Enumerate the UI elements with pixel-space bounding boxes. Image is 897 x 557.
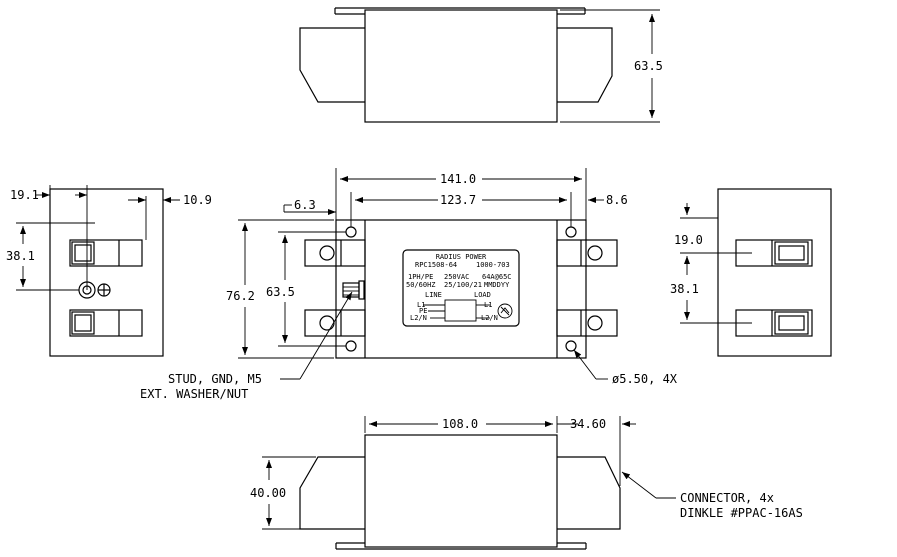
stud-callout-line1: STUD, GND, M5: [168, 372, 262, 386]
top-view: 63.5: [299, 7, 663, 123]
dim-left-side: 38.1: [6, 249, 35, 263]
front-view: RADIUS POWER RPC1508-64 1000-703 1PH/PE …: [140, 168, 678, 401]
dim-bottom-height: 40.00: [250, 486, 286, 500]
dim-right-side: 38.1: [670, 282, 699, 296]
mounting-hole: [565, 226, 577, 238]
stud-callout-line2: EXT. WASHER/NUT: [140, 387, 248, 401]
nameplate-l1-left: L1: [417, 301, 425, 309]
nameplate-schematic: [444, 299, 477, 322]
nameplate-pe: PE: [419, 307, 427, 315]
nameplate-frequency: 50/60HZ: [406, 281, 436, 289]
nameplate-code: 1000-703: [476, 261, 510, 269]
mounting-hole: [345, 226, 357, 238]
nameplate-l2n-left: L2/N: [410, 314, 427, 322]
dim-overall-width: 141.0: [440, 172, 476, 186]
nameplate-l1-right: L1: [484, 301, 492, 309]
mounting-hole: [565, 340, 577, 352]
nameplate-climate: 25/100/21: [444, 281, 482, 289]
nameplate-current: 64A@65C: [482, 273, 512, 281]
dim-left-top-b: 10.9: [183, 193, 212, 207]
mounting-hole: [345, 340, 357, 352]
nameplate-date-code: MMDDYY: [484, 281, 510, 289]
dim-top-height: 63.5: [634, 59, 663, 73]
nameplate-load: LOAD: [474, 291, 491, 299]
connector-callout-line2: DINKLE #PPAC-16AS: [680, 506, 803, 520]
dim-overall-height: 76.2: [226, 289, 255, 303]
left-end-view: 19.1 10.9 38.1: [6, 185, 212, 357]
certification-mark-icon: [497, 303, 513, 319]
nameplate-phase: 1PH/PE: [408, 273, 433, 281]
hole-callout: ø5.50, 4X: [612, 372, 678, 386]
bottom-view: 108.0 34.60 40.00 CONNECTOR, 4x DINKLE #…: [250, 416, 803, 550]
nameplate-brand: RADIUS POWER: [436, 253, 487, 261]
nameplate-model: RPC1508-64: [415, 261, 457, 269]
nameplate-voltage: 250VAC: [444, 273, 469, 281]
dim-bottom-width: 108.0: [442, 417, 478, 431]
dim-offset-left: 6.3: [294, 198, 316, 212]
dim-hole-height: 63.5: [266, 285, 295, 299]
dim-connector-extension: 34.60: [570, 417, 606, 431]
nameplate: [402, 249, 520, 327]
dim-offset-right: 8.6: [606, 193, 628, 207]
nameplate-l2n-right: L2/N: [481, 314, 498, 322]
right-end-view: 19.0 38.1: [670, 188, 832, 357]
dim-left-top-a: 19.1: [10, 188, 39, 202]
dim-right-top: 19.0: [674, 233, 703, 247]
connector-callout-line1: CONNECTOR, 4x: [680, 491, 774, 505]
dim-hole-spacing: 123.7: [440, 193, 476, 207]
nameplate-line: LINE: [425, 291, 442, 299]
